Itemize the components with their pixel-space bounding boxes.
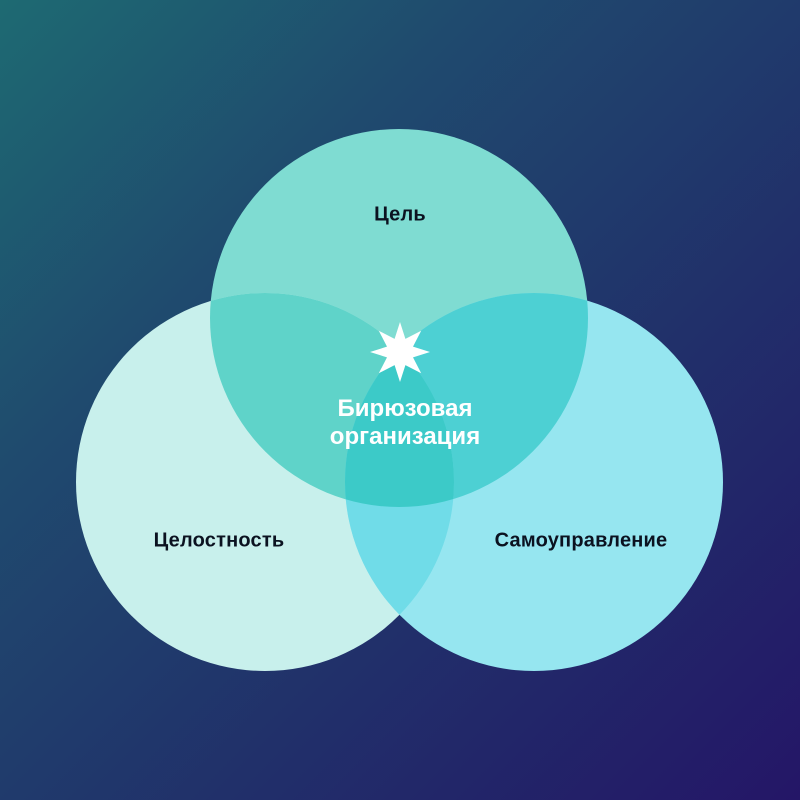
center-title: Бирюзовая организация (330, 395, 480, 451)
label-wholeness: Целостность (153, 529, 285, 552)
label-self-management: Самоуправление (494, 529, 668, 552)
center-title-line2: организация (329, 423, 481, 450)
center-title-line1: Бирюзовая (337, 395, 473, 422)
sparkle-icon (370, 322, 430, 382)
label-purpose: Цель (374, 203, 426, 226)
